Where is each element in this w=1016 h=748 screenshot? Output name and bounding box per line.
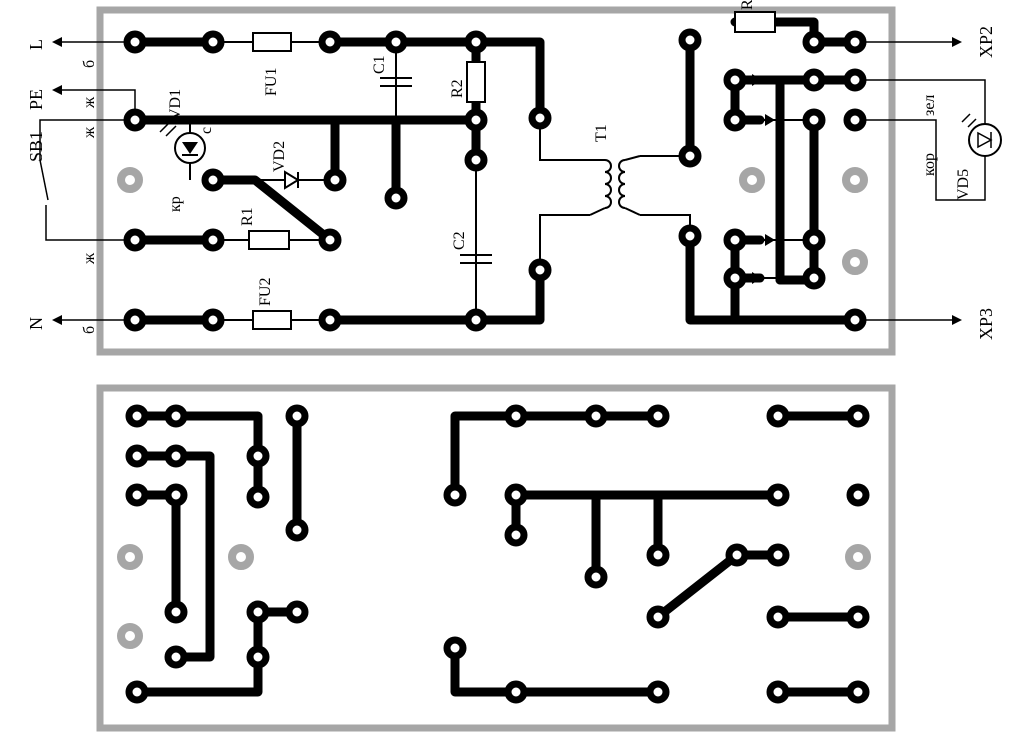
resistor-r-top [734, 11, 776, 33]
label-n: N [26, 317, 46, 330]
top-labels: L б PE ж SB1 ж ж N б VD1 с кр VD2 FU1 FU… [26, 0, 996, 340]
vd5-wires [855, 79, 986, 201]
bottom-mounting-holes [117, 544, 871, 649]
label-fu1: FU1 [263, 68, 280, 96]
label-wire-sb1-bottom: ж [81, 252, 98, 265]
label-zel: зел [921, 95, 938, 116]
fuse-fu1 [252, 32, 292, 52]
fuse-fu2 [252, 310, 292, 330]
bottom-pads [125, 404, 870, 704]
bottom-board [96, 384, 896, 732]
label-vd5: VD5 [955, 169, 972, 200]
switch-sb1 [39, 119, 135, 241]
bottom-board-outline [96, 384, 896, 732]
label-r-top: R [739, 0, 756, 10]
label-vd1-kr: кр [167, 196, 184, 212]
capacitor-c2 [460, 254, 492, 264]
label-r2: R2 [449, 79, 466, 98]
arrowheads [52, 37, 962, 325]
label-xp2: XP2 [976, 26, 996, 58]
label-l: L [26, 39, 46, 50]
label-pe: PE [26, 89, 46, 110]
top-mounting-holes [117, 167, 868, 275]
diode-vd2 [284, 170, 300, 190]
label-c2: C2 [451, 231, 468, 250]
resistor-r2 [466, 61, 486, 103]
transformer-t1 [589, 155, 641, 216]
led-vd5 [961, 113, 1002, 157]
top-board-outline [96, 6, 896, 356]
led-vd1 [159, 121, 206, 164]
label-wire-n: б [81, 326, 98, 334]
top-pads [123, 28, 867, 332]
label-wire-l: б [81, 60, 98, 68]
label-vd1: VD1 [167, 89, 184, 120]
label-t1: T1 [593, 124, 610, 142]
label-fu2: FU2 [257, 278, 274, 306]
label-vd1-c: с [198, 127, 215, 134]
label-wire-pe: ж [81, 96, 98, 109]
label-r1: R1 [239, 207, 256, 226]
label-wire-sb1: ж [81, 126, 98, 139]
resistor-r1 [248, 230, 290, 250]
capacitor-c1 [380, 77, 412, 87]
top-board: L б PE ж SB1 ж ж N б VD1 с кр VD2 FU1 FU… [26, 0, 1002, 356]
label-c1: C1 [371, 55, 388, 74]
label-kor: кор [921, 153, 938, 176]
bridge-diodes [752, 74, 775, 284]
top-thin-traces [189, 41, 814, 321]
label-xp3: XP3 [976, 308, 996, 340]
label-sb1: SB1 [26, 131, 46, 162]
label-vd2: VD2 [271, 141, 288, 172]
